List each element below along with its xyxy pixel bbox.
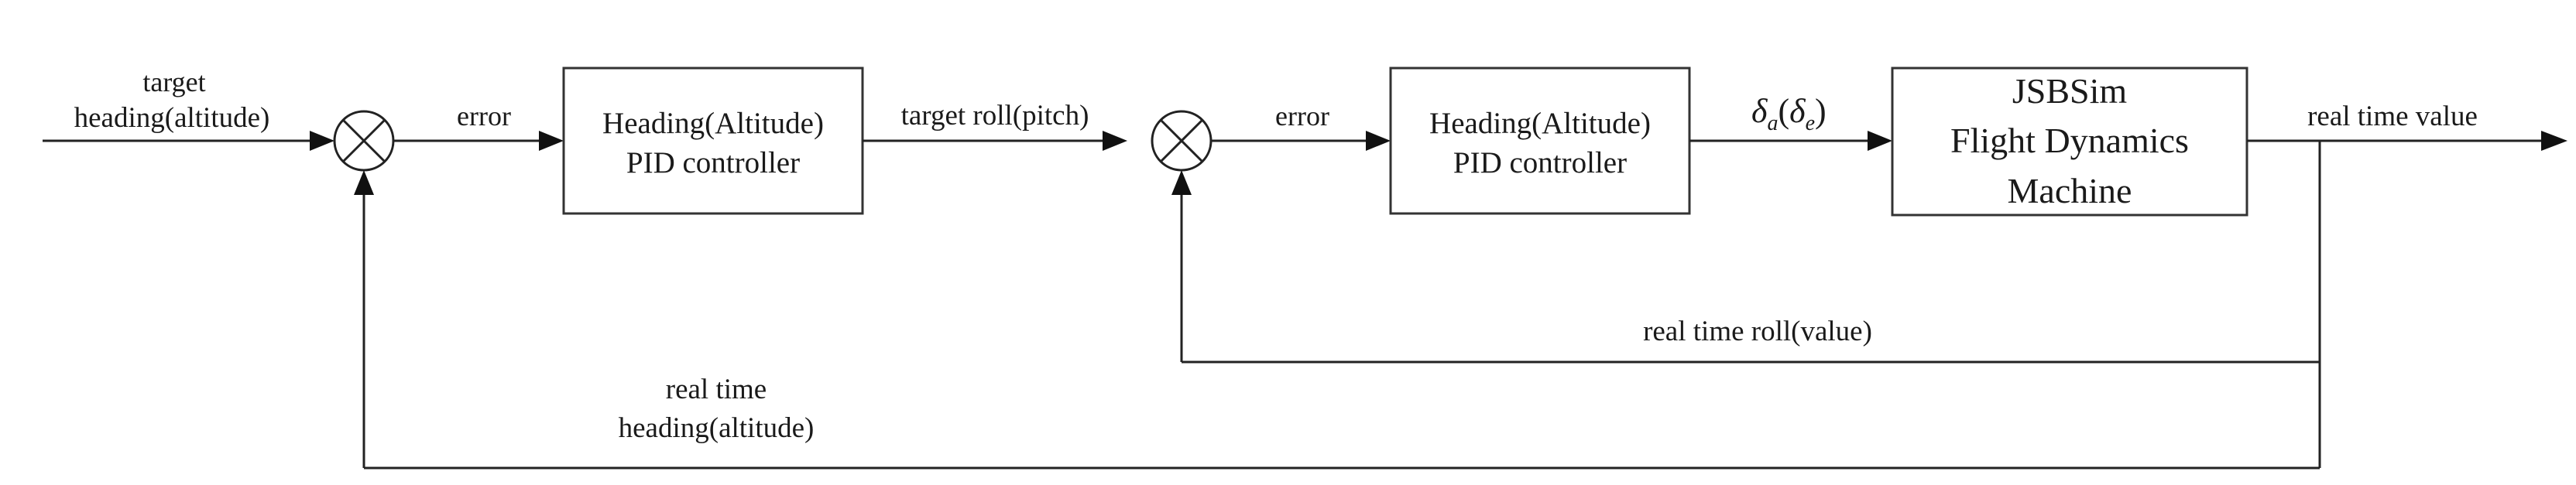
- plant-label-line1: JSBSim: [2012, 71, 2128, 111]
- error-label-2: error: [1275, 101, 1329, 131]
- delta-a-subscript: a: [1767, 111, 1778, 135]
- arrowhead-icon: [1103, 131, 1127, 151]
- plant-label-line3: Machine: [2008, 171, 2132, 210]
- summing-junction-1: [333, 110, 395, 172]
- error-label-1: error: [457, 101, 511, 131]
- delta-e-subscript: e: [1806, 111, 1815, 135]
- outer-feedback-label-line2: heading(altitude): [619, 412, 815, 444]
- signal-close-paren: ): [1815, 92, 1827, 130]
- outer-feedback-label-line1: real time: [666, 374, 767, 405]
- arrowhead-icon: [2541, 131, 2567, 151]
- arrowhead-icon: [1366, 131, 1391, 151]
- arrowhead-icon: [1171, 170, 1192, 195]
- arrowhead-icon: [1868, 131, 1892, 151]
- delta-a-symbol: δ: [1751, 92, 1768, 130]
- delta-e-symbol: δ: [1789, 92, 1806, 130]
- outer-pid-label-line1: Heading(Altitude): [602, 107, 824, 140]
- target-roll-label: target roll(pitch): [901, 100, 1089, 131]
- outer-pid-controller-block: [562, 67, 864, 215]
- inner-pid-label-line1: Heading(Altitude): [1429, 107, 1651, 140]
- arrowhead-icon: [310, 131, 334, 151]
- plant-label-line2: Flight Dynamics: [1950, 121, 2189, 160]
- input-label-line2: heading(altitude): [74, 102, 270, 134]
- outer-pid-label-line2: PID controller: [626, 146, 800, 179]
- inner-pid-controller-block: [1389, 67, 1691, 215]
- output-label: real time value: [2307, 101, 2478, 132]
- inner-pid-label-line2: PID controller: [1453, 146, 1627, 179]
- input-label-line1: target: [142, 67, 205, 97]
- jsbsim-plant-block: [1891, 67, 2248, 217]
- summing-junction-2: [1151, 110, 1213, 172]
- inner-feedback-label: real time roll(value): [1643, 316, 1872, 347]
- control-signal-label: δa(δe): [1751, 92, 1827, 135]
- signal-open-paren: (: [1778, 92, 1789, 130]
- arrowhead-icon: [354, 170, 374, 195]
- arrowhead-icon: [539, 131, 564, 151]
